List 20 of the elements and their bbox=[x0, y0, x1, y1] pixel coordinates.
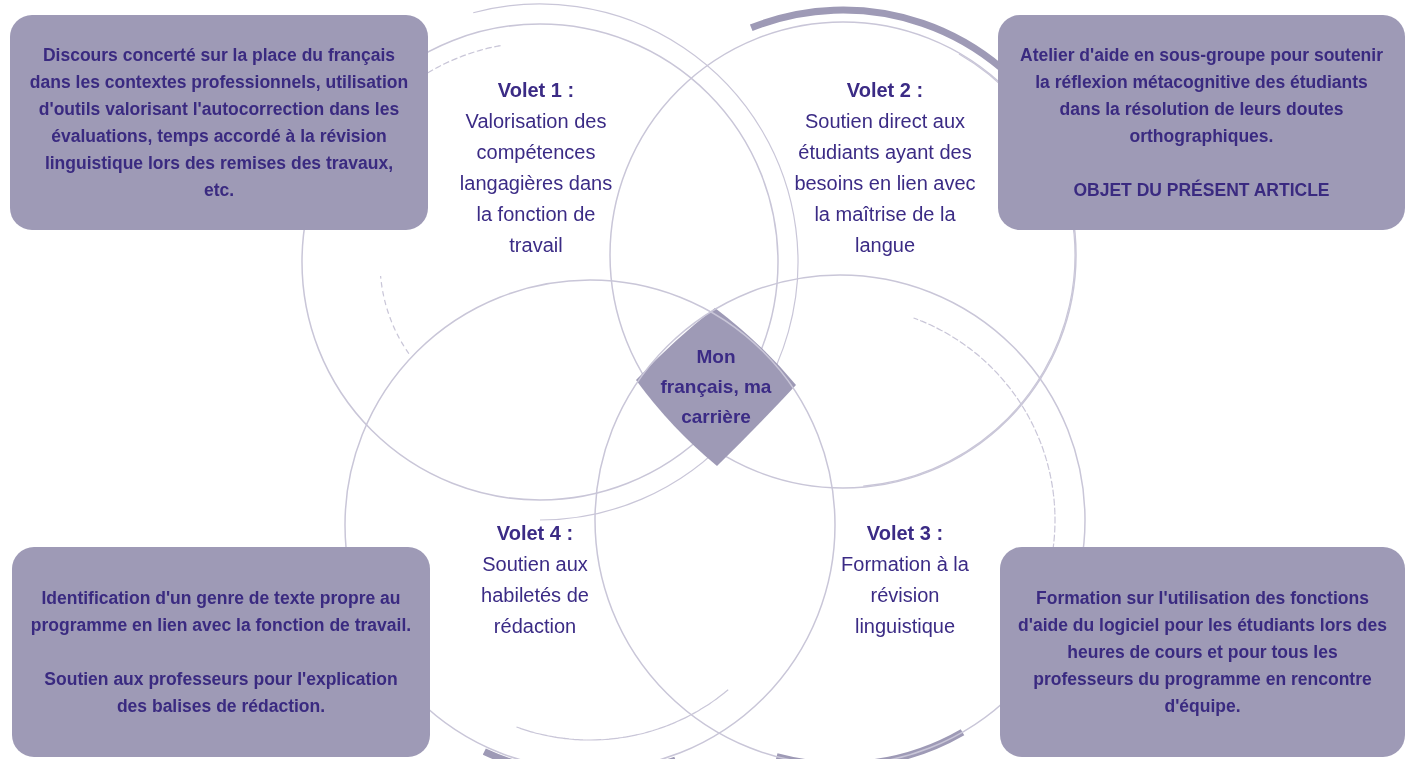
card-text: Soutien aux professeurs pour l'explication des balises de rédaction. bbox=[43, 667, 399, 718]
card-text: Discours concerté sur la place du français dans les contextes professionnels, utilisation d'outils valorisant l'autocorrection dans les évaluations, temps accordé à la révision linguistique lors des remises des travaux, etc. bbox=[28, 43, 410, 202]
circle-heading: Volet 4 : bbox=[495, 521, 575, 546]
text-card bbox=[998, 15, 1405, 230]
circle-description: Valorisation des compétences langagières dans la fonction de travail bbox=[458, 109, 614, 258]
circle-heading: Volet 3 : bbox=[865, 521, 945, 546]
card-text: OBJET DU PRÉSENT ARTICLE bbox=[1073, 178, 1330, 202]
circle-description: Soutien aux habiletés de rédaction bbox=[480, 552, 590, 639]
text-card bbox=[12, 547, 430, 757]
text-card bbox=[10, 15, 428, 230]
center-title: Mon français, ma carrière bbox=[659, 345, 773, 429]
circle-heading: Volet 1 : bbox=[496, 78, 576, 103]
card-text: Atelier d'aide en sous-groupe pour soutenir la réflexion métacognitive des étudiants dans la résolution de leurs doutes orthographiques. bbox=[1019, 43, 1384, 148]
card-text: Identification d'un genre de texte propre au programme en lien avec la fonction de travail. bbox=[30, 586, 412, 637]
card-text: Formation sur l'utilisation des fonctions d'aide du logiciel pour les étudiants lors des heures de cours et pour tous les professeurs du programme en rencontre d'équipe. bbox=[1018, 586, 1387, 718]
center-lens bbox=[636, 308, 796, 466]
circle-description: Formation à la révision linguistique bbox=[840, 552, 970, 639]
circle-description: Soutien direct aux étudiants ayant des besoins en lien avec la maîtrise de la langue bbox=[793, 109, 977, 258]
circle-heading: Volet 2 : bbox=[845, 78, 925, 103]
text-card bbox=[1000, 547, 1405, 757]
